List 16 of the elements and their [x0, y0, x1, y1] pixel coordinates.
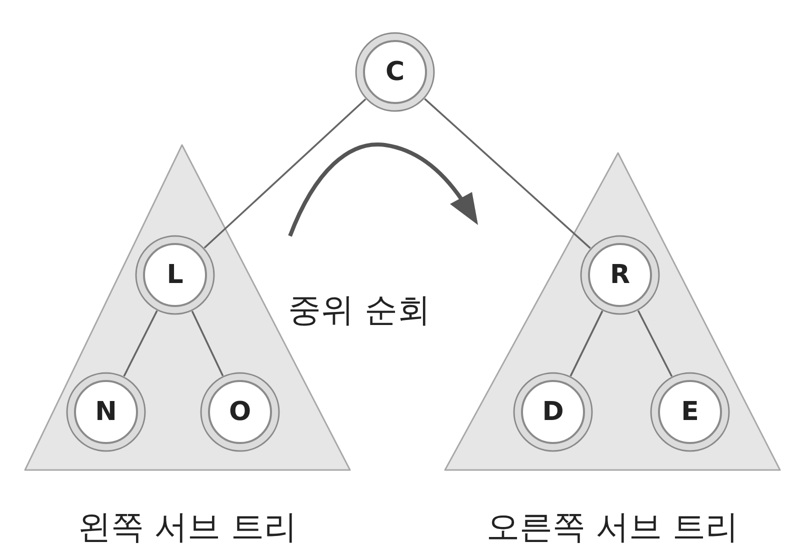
node-label: L: [166, 262, 184, 288]
tree-edge: [637, 310, 673, 377]
traversal-label: 중위 순회: [288, 289, 430, 331]
node-label: O: [228, 399, 252, 425]
subtree-caption: 오른쪽 서브 트리: [486, 508, 740, 545]
node-label: C: [384, 59, 406, 85]
tree-edge: [570, 310, 604, 376]
tree-edge: [424, 98, 591, 249]
node-label: E: [680, 399, 700, 425]
tree-edge: [204, 98, 366, 249]
node-label: N: [94, 399, 118, 425]
subtree-caption: 왼쪽 서브 트리: [77, 508, 298, 545]
node-label: D: [541, 399, 565, 425]
node-label: R: [608, 262, 632, 288]
tree-edge: [123, 310, 158, 377]
tree-edge: [191, 310, 224, 376]
